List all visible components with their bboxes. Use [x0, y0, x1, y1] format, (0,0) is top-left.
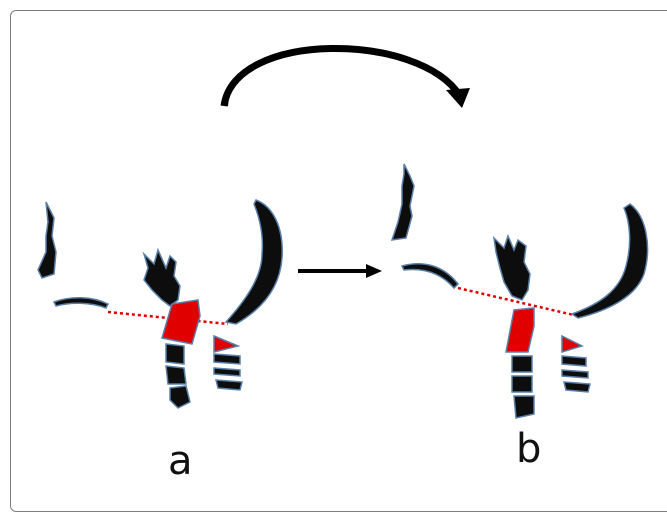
highlighted-body-a [161, 299, 201, 345]
mandible-b [570, 203, 649, 319]
straight-arrow-icon [298, 264, 382, 278]
panel-a [37, 199, 283, 409]
dotted-line-b [457, 286, 579, 318]
highlighted-triangle-a [213, 334, 241, 353]
panel-b [390, 163, 649, 419]
upper-vertebra-b [492, 233, 531, 301]
skull-fragment-a [37, 201, 57, 279]
panel-label-b: b [516, 426, 542, 472]
panel-label-a: a [168, 438, 193, 484]
mandible-a [224, 199, 283, 325]
highlighted-triangle-b [561, 334, 585, 354]
palate-a [52, 297, 110, 309]
highlighted-body-b [505, 307, 535, 353]
anatomy-diagram [37, 44, 649, 419]
figure-frame [10, 10, 667, 512]
upper-vertebra-a [142, 247, 181, 307]
palate-b [400, 263, 459, 290]
curved-arrow-icon [220, 44, 470, 108]
skull-fragment-b [390, 163, 415, 241]
